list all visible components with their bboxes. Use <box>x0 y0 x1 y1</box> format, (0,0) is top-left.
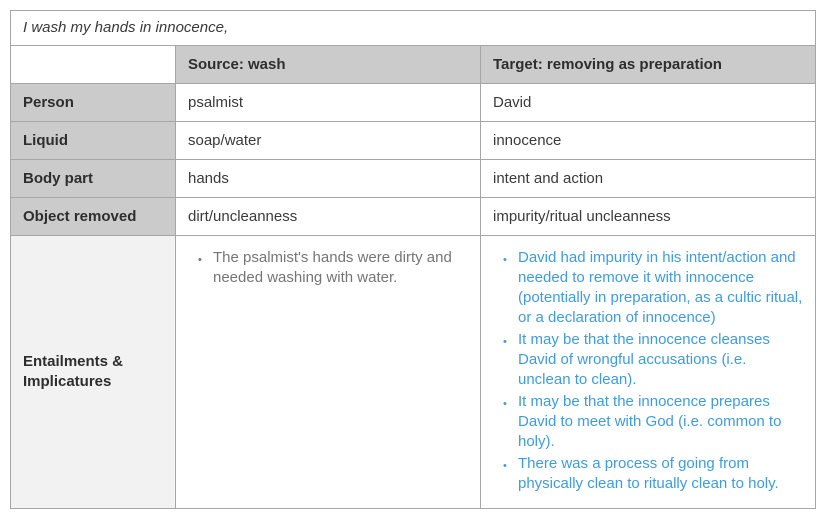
cell-body-part-target: intent and action <box>479 159 817 198</box>
table-row-object-removed: Object removed dirt/uncleanness impurity… <box>10 197 817 236</box>
source-bullet-list: The psalmist's hands were dirty and need… <box>188 248 468 288</box>
table-row-body-part: Body part hands intent and action <box>10 159 817 198</box>
row-label-body-part: Body part <box>10 159 176 198</box>
table-row-person: Person psalmist David <box>10 83 817 122</box>
table-row-liquid: Liquid soap/water innocence <box>10 121 817 160</box>
header-row: Source: wash Target: removing as prepara… <box>10 45 817 84</box>
verse-text: I wash my hands in innocence, <box>9 10 817 46</box>
cell-body-part-source: hands <box>175 159 481 198</box>
list-item: The psalmist's hands were dirty and need… <box>198 248 468 288</box>
verse-row: I wash my hands in innocence, <box>9 10 817 46</box>
row-label-liquid: Liquid <box>10 121 176 160</box>
cell-entailments-source: The psalmist's hands were dirty and need… <box>175 235 481 509</box>
target-bullet-list: David had impurity in his intent/action … <box>493 248 803 494</box>
list-item: It may be that the innocence cleanses Da… <box>503 330 803 390</box>
row-label-object-removed: Object removed <box>10 197 176 236</box>
row-label-entailments: Entailments & Implicatures <box>10 235 176 509</box>
list-item: It may be that the innocence prepares Da… <box>503 392 803 452</box>
row-label-person: Person <box>10 83 176 122</box>
corner-cell <box>10 45 176 84</box>
cell-liquid-source: soap/water <box>175 121 481 160</box>
metaphor-mapping-table: I wash my hands in innocence, Source: wa… <box>9 10 817 509</box>
column-header-target: Target: removing as preparation <box>479 45 817 84</box>
cell-liquid-target: innocence <box>479 121 817 160</box>
cell-person-source: psalmist <box>175 83 481 122</box>
cell-object-removed-source: dirt/uncleanness <box>175 197 481 236</box>
cell-person-target: David <box>479 83 817 122</box>
column-header-source: Source: wash <box>175 45 481 84</box>
cell-entailments-target: David had impurity in his intent/action … <box>479 235 817 509</box>
list-item: There was a process of going from physic… <box>503 454 803 494</box>
cell-object-removed-target: impurity/ritual uncleanness <box>479 197 817 236</box>
table-row-entailments: Entailments & Implicatures The psalmist'… <box>10 235 817 509</box>
list-item: David had impurity in his intent/action … <box>503 248 803 328</box>
